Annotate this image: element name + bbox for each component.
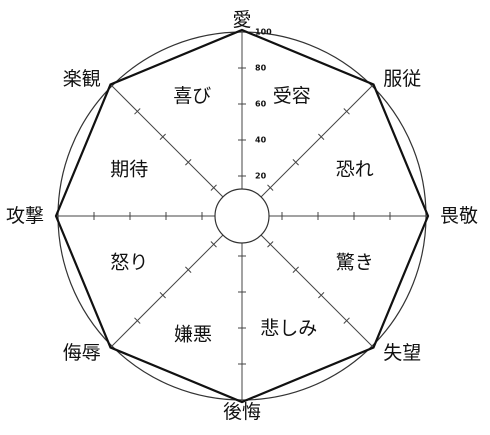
tick-mark-3-0: [267, 241, 274, 248]
axis-tick-label-2: 60: [255, 100, 267, 109]
sector-label-3: 悲しみ: [260, 318, 317, 340]
sector-label-2: 驚き: [336, 252, 374, 274]
value-polygon: [54, 28, 430, 404]
spoke-label-4: 後悔: [223, 401, 261, 423]
spoke-label-6: 攻撃: [6, 205, 44, 227]
tick-mark-5-2: [159, 292, 166, 299]
tick-mark-1-2: [318, 133, 325, 140]
spokes-layer: [58, 32, 426, 400]
tick-mark-7-1: [185, 159, 192, 166]
tick-mark-7-0: [210, 184, 217, 191]
spoke-label-0: 愛: [232, 9, 251, 31]
tick-mark-1-0: [267, 184, 274, 191]
axis-tick-label-3: 80: [255, 64, 267, 73]
axis-tick-label-4: 100: [255, 28, 272, 37]
sector-label-1: 恐れ: [336, 158, 374, 180]
spoke-line-3: [260, 234, 373, 347]
spoke-label-5: 侮辱: [63, 342, 101, 364]
spoke-line-5: [111, 234, 224, 347]
sector-label-6: 期待: [110, 158, 148, 180]
tick-mark-1-3: [343, 108, 350, 115]
tick-mark-3-1: [292, 266, 299, 273]
sector-label-4: 嫌悪: [174, 323, 212, 345]
sector-label-7: 喜び: [173, 85, 211, 107]
tick-mark-7-2: [159, 133, 166, 140]
tick-mark-5-3: [134, 317, 141, 324]
sector-label-0: 受容: [273, 85, 311, 107]
axis-tick-label-1: 40: [255, 136, 267, 145]
spoke-label-3: 失望: [383, 342, 421, 364]
inner-circle: [214, 188, 270, 244]
tick-mark-3-3: [343, 317, 350, 324]
spoke-label-7: 楽観: [63, 68, 101, 90]
spoke-line-1: [260, 85, 373, 198]
tick-labels-layer: 20 40 60 80 100: [255, 28, 272, 181]
axis-tick-label-0: 20: [255, 172, 267, 181]
spoke-label-1: 服従: [383, 68, 421, 90]
ticks-layer: [57, 31, 427, 401]
tick-mark-5-1: [185, 266, 192, 273]
spoke-line-7: [111, 85, 224, 198]
tick-mark-1-1: [292, 159, 299, 166]
tick-mark-7-3: [134, 108, 141, 115]
tick-mark-3-2: [318, 292, 325, 299]
tick-mark-5-0: [210, 241, 217, 248]
sector-label-5: 怒り: [110, 252, 148, 274]
spoke-label-2: 畏敬: [440, 205, 478, 227]
